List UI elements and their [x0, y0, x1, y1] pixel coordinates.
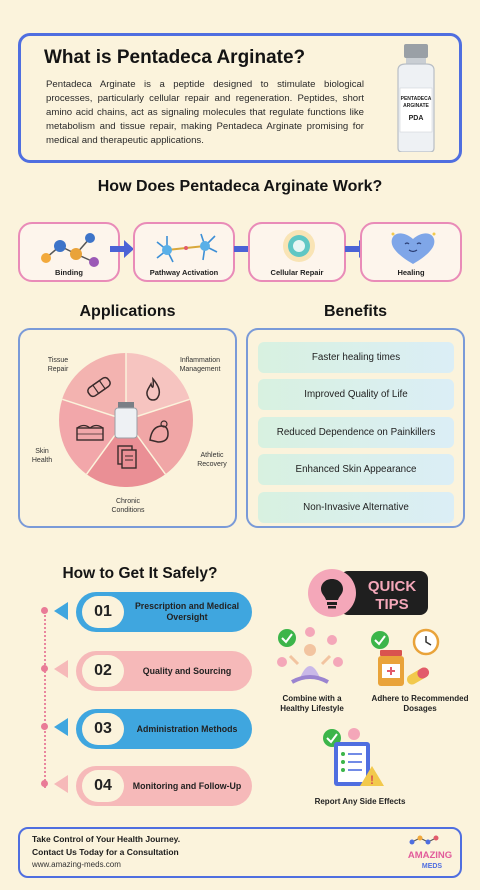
step-text: Quality and Sourcing	[142, 665, 232, 676]
label-skin-health: Skin Health	[31, 448, 53, 464]
tip-label: Adhere to Recommended Dosages	[371, 694, 469, 713]
vial-image: PENTADECA ARGINATE PDA	[397, 44, 435, 152]
step-label: Healing	[397, 268, 425, 277]
step-pathway-activation: Pathway Activation	[133, 222, 235, 282]
footer-line-2: Contact Us Today for a Consultation	[32, 847, 179, 857]
yoga-lifestyle-icon	[277, 627, 343, 684]
footer-line-1: Take Control of Your Health Journey.	[32, 834, 181, 844]
timeline-dot	[41, 780, 48, 787]
step-label: Binding	[55, 268, 83, 277]
benefit-item: Reduced Dependence on Painkillers	[258, 417, 454, 448]
quick-tips-line2: TIPS	[375, 596, 408, 613]
quick-tips-badge: QUICK TIPS	[308, 569, 428, 617]
label-inflammation: Inflammation Management	[179, 357, 221, 373]
label-athletic: Athletic Recovery	[197, 452, 227, 468]
step-label: Cellular Repair	[270, 268, 324, 277]
lightbulb-icon	[321, 579, 343, 609]
safely-item-4: 04 Monitoring and Follow-Up	[76, 766, 252, 806]
timeline-line	[44, 608, 46, 788]
healing-heart-icon	[391, 232, 436, 264]
label-tissue-repair: Tissue Repair	[47, 357, 69, 373]
applications-title: Applications	[79, 303, 176, 320]
row-arrow-icon	[54, 660, 68, 678]
benefit-item: Non-Invasive Alternative	[258, 492, 454, 523]
intro-text: Pentadeca Arginate is a peptide designed…	[46, 79, 364, 146]
report-clipboard-icon: !	[323, 728, 384, 787]
label-chronic: Chronic Conditions	[111, 498, 145, 514]
step-number: 04	[82, 770, 124, 802]
medication-bottle-icon	[371, 628, 440, 686]
intro-card	[18, 33, 462, 163]
intro-title: What is Pentadeca Arginate?	[44, 47, 306, 68]
skin-layers-icon	[76, 424, 104, 441]
row-arrow-icon	[54, 775, 68, 793]
step-number: 03	[82, 713, 124, 745]
row-arrow-icon	[54, 718, 68, 736]
step-text: Administration Methods	[136, 723, 238, 734]
benefit-item: Improved Quality of Life	[258, 379, 454, 410]
applications-pie	[59, 353, 193, 487]
benefit-item: Faster healing times	[258, 342, 454, 373]
vial-label-3: PDA	[409, 115, 424, 122]
step-label: Pathway Activation	[149, 268, 219, 277]
flame-icon	[146, 376, 161, 401]
bandage-icon	[87, 376, 111, 398]
logo-bottom: MEDS	[422, 863, 443, 870]
applications-card	[18, 328, 237, 528]
timeline-dot	[41, 665, 48, 672]
documents-icon	[117, 445, 137, 469]
pie-slice-athletic	[126, 399, 193, 475]
quick-tips-line1: QUICK	[368, 578, 417, 595]
step-binding: Binding	[18, 222, 120, 282]
safely-item-3: 03 Administration Methods	[76, 709, 252, 749]
vial-label-2: ARGINATE	[403, 103, 429, 109]
benefits-title: Benefits	[323, 303, 388, 320]
muscle-icon	[149, 420, 169, 443]
pie-slice-skin	[59, 399, 126, 475]
molecule-icon	[41, 233, 99, 267]
amazing-meds-logo: AMAZING MEDS	[408, 835, 452, 870]
step-number: 01	[82, 596, 124, 628]
step-number: 02	[82, 655, 124, 687]
safely-title: How to Get It Safely?	[62, 565, 218, 582]
how-title: How Does Pentadeca Arginate Work?	[97, 178, 383, 195]
tip-label: Combine with a Healthy Lifestyle	[280, 694, 344, 713]
step-cellular-repair: Cellular Repair	[248, 222, 346, 282]
step-text: Monitoring and Follow-Up	[132, 780, 242, 791]
cell-icon	[283, 230, 315, 262]
footer-card	[18, 827, 462, 878]
step-healing: Healing	[360, 222, 462, 282]
timeline-dot	[41, 607, 48, 614]
step-text: Prescription and Medical Oversight	[134, 601, 240, 622]
benefit-item: Enhanced Skin Appearance	[258, 454, 454, 485]
row-arrow-icon	[54, 602, 68, 620]
tip-label: Report Any Side Effects	[314, 797, 406, 806]
timeline-dot	[41, 723, 48, 730]
benefits-card	[246, 328, 465, 528]
vial-label-1: PENTADECA	[401, 96, 432, 102]
arrow-right-icon	[110, 240, 134, 258]
safely-item-1: 01 Prescription and Medical Oversight	[76, 592, 252, 632]
footer-url[interactable]: www.amazing-meds.com	[32, 860, 121, 869]
logo-top: AMAZING	[408, 850, 452, 861]
safely-item-2: 02 Quality and Sourcing	[76, 651, 252, 691]
svg-text:!: !	[370, 773, 374, 787]
neuron-icon	[156, 233, 218, 263]
